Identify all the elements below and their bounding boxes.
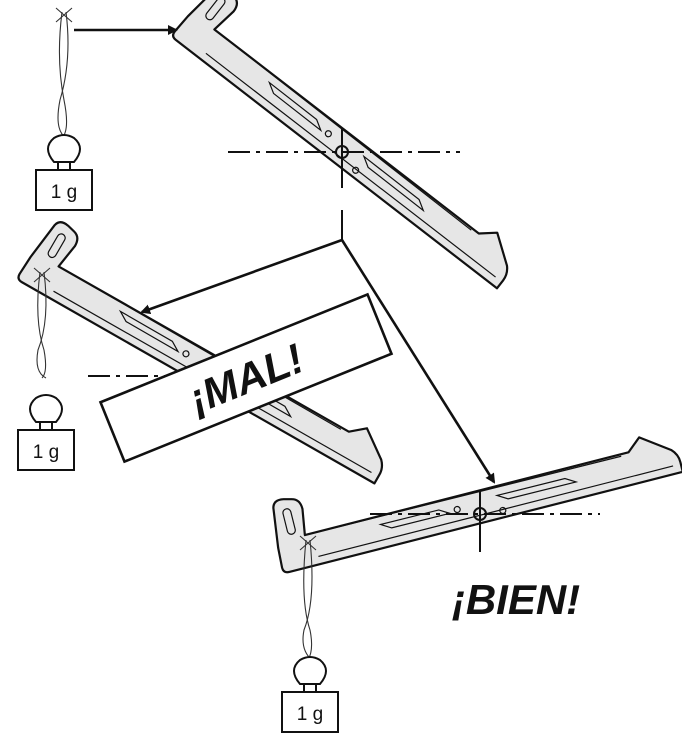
right-weight-label: 1 g: [297, 704, 323, 725]
wrong-blade-group: 1 g ¡MAL!: [15, 215, 411, 487]
arrow-to-right: [340, 239, 496, 484]
right-string-twist: [302, 539, 313, 661]
wrong-weight: 1 g: [17, 394, 75, 471]
arrow-to-wrong: [140, 238, 343, 314]
top-weight-label: 1 g: [51, 182, 77, 203]
wrong-banner: ¡MAL!: [98, 292, 394, 464]
top-blade: [169, 0, 542, 291]
top-string-twist: [57, 11, 69, 139]
top-string-knot: [55, 7, 73, 23]
wrong-string-twist: [36, 271, 47, 379]
right-blade-group: 1 g ¡BIEN!: [264, 402, 682, 733]
top-weight: 1 g: [35, 134, 93, 211]
right-weight: 1 g: [281, 656, 339, 733]
top-blade-group: 1 g: [35, 0, 542, 291]
top-center-mark: [335, 145, 349, 159]
wrong-string-knot: [33, 267, 51, 283]
wrong-string: [37, 271, 47, 379]
right-verdict-text: ¡BIEN!: [452, 576, 580, 623]
right-string: [303, 539, 313, 661]
wrong-weight-label: 1 g: [33, 442, 59, 463]
top-string: [58, 11, 68, 139]
right-center-mark: [473, 507, 487, 521]
right-string-knot: [299, 535, 317, 551]
